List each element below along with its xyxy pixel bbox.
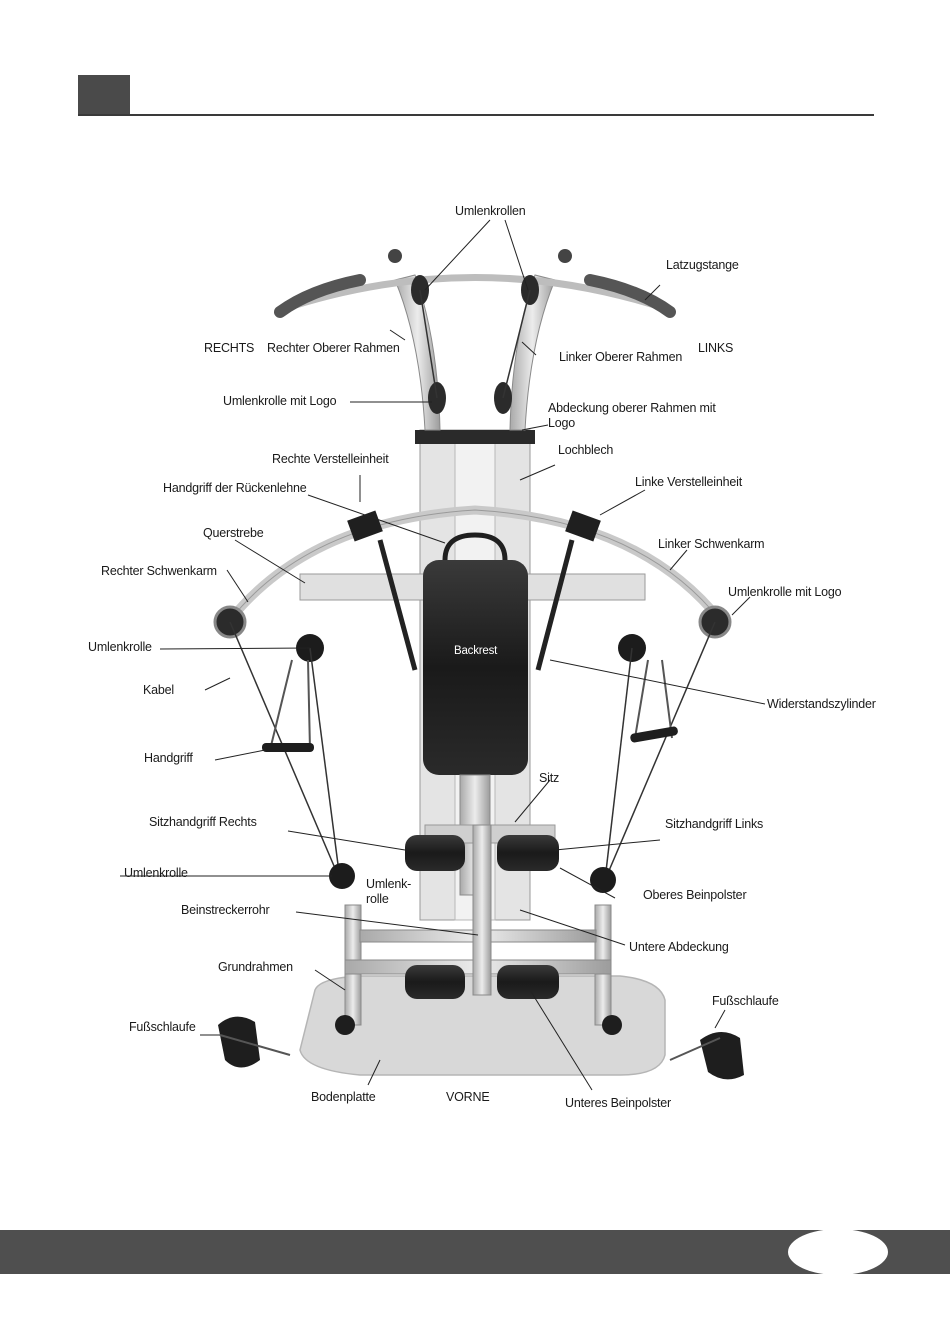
gym-illustration [120,219,766,1091]
handle-left [630,726,678,743]
lower-leg-pad-left [497,965,559,999]
label-latzugstange: Latzugstange [666,258,739,272]
label-kabel: Kabel [143,683,174,697]
rod-left [535,539,575,671]
label-rechter-oberer-rahmen: Rechter Oberer Rahmen [267,341,400,355]
label-widerstandszylinder: Widerstandszylinder [767,697,876,711]
label-backrest: Backrest [454,645,498,657]
label-linker-schwenkarm: Linker Schwenkarm [658,537,765,551]
label-fussschlaufe-right: Fußschlaufe [712,994,779,1008]
lat-grip-left [584,274,676,318]
label-umlenkrolle-mit-logo-top: Umlenkrolle mit Logo [223,394,337,408]
cable-top-right [419,289,438,399]
pulley-low-right [329,863,355,889]
gym-diagram: Umlenkrollen Latzugstange RECHTS Rechter… [60,190,890,1130]
cable-top-left [502,289,531,399]
label-rechts: RECHTS [204,341,255,355]
label-bodenplatte: Bodenplatte [311,1090,376,1104]
label-linker-oberer-rahmen: Linker Oberer Rahmen [559,350,683,364]
upper-leg-pad-right [405,835,465,871]
lat-knob-right [388,249,402,263]
swing-arms-edge [229,509,721,621]
pulley-low-left [590,867,616,893]
label-umlenkrolle-left-upper: Umlenkrolle [88,640,152,654]
label-beinstreckerrohr: Beinstreckerrohr [181,903,270,917]
label-vorne: VORNE [446,1090,490,1104]
upper-leg-pad-left [497,835,559,871]
foot-right [602,1015,622,1035]
lat-bar [278,274,672,314]
foot-strap-left-band [219,1034,291,1056]
label-sitzhandgriff-links: Sitzhandgriff Links [665,817,764,831]
lat-grip-right [274,274,366,318]
cable-left-2 [604,647,633,881]
label-oberes-beinpolster: Oberes Beinpolster [643,888,747,902]
foot-strap-left [218,1016,260,1068]
label-handgriff-rueckenlehne: Handgriff der Rückenlehne [163,481,307,495]
handle-right [262,743,314,752]
label-links: LINKS [698,341,734,355]
lower-leg-pad-right [405,965,465,999]
section-marker [78,75,130,115]
adjuster-left [565,510,601,542]
upper-frame-right [394,274,441,431]
label-querstrebe: Querstrebe [203,526,264,540]
backrest-pad [423,560,528,775]
cable-left [604,621,716,881]
handle-right-frame [269,659,311,751]
handle-left-frame [634,659,673,739]
label-lochblech: Lochblech [558,443,614,457]
foot-strap-right [700,1031,744,1080]
backrest-handle [442,532,508,561]
cable-right-2 [309,647,341,881]
label-abdeckung: Abdeckung oberer Rahmen mit Logo [548,401,716,430]
leg-extension-tube [472,824,492,996]
label-unteres-beinpolster: Unteres Beinpolster [565,1096,671,1110]
leader-lines [120,219,766,1091]
label-untere-abdeckung: Untere Abdeckung [629,940,729,954]
label-umlenkrolle-left-lower: Umlenkrolle [124,866,188,880]
foot-left [335,1015,355,1035]
page-number-oval [788,1229,888,1275]
label-grundrahmen: Grundrahmen [218,960,293,974]
top-cover [415,430,535,444]
label-umlenkrolle-center: Umlenk-rolle [366,877,412,906]
rod-right [377,539,418,671]
label-rechte-verstelleinheit: Rechte Verstelleinheit [272,452,389,466]
label-handgriff: Handgriff [144,751,193,765]
header-rule [78,114,874,116]
lat-knob-left [558,249,572,263]
label-sitz: Sitz [539,771,560,785]
foot-strap-right-band [669,1037,721,1061]
label-linke-verstelleinheit: Linke Verstelleinheit [635,475,742,489]
label-fussschlaufe-left: Fußschlaufe [129,1020,196,1034]
label-rechter-schwenkarm: Rechter Schwenkarm [101,564,217,578]
label-umlenkrolle-mit-logo-right: Umlenkrolle mit Logo [728,585,842,599]
label-sitzhandgriff-rechts: Sitzhandgriff Rechts [149,815,257,829]
label-umlenkrollen: Umlenkrollen [455,204,526,218]
